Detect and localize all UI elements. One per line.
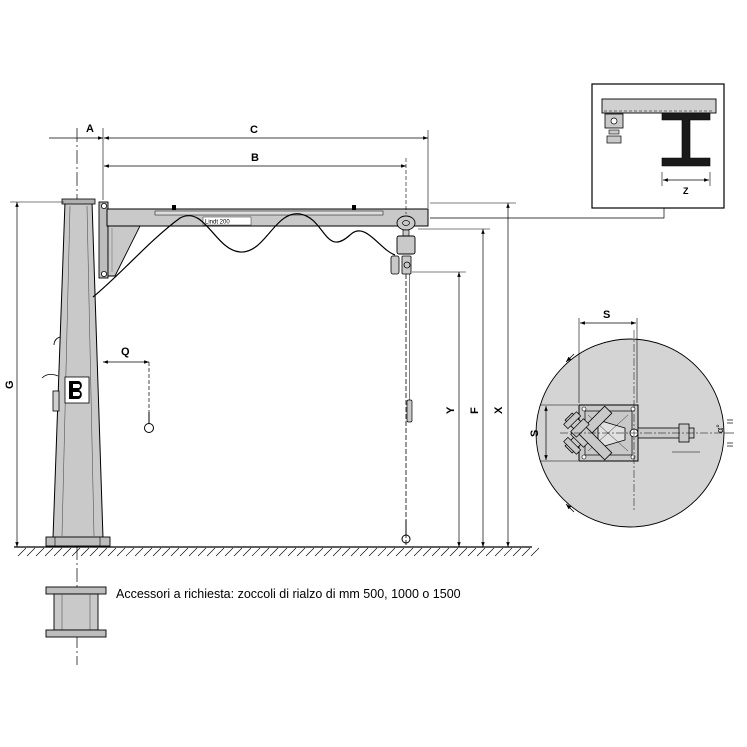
ground-hatch-line (341, 547, 351, 557)
ground-hatch-line (386, 547, 396, 557)
dimension-a: A (49, 123, 104, 200)
ground-hatch-line (89, 547, 99, 557)
ground-hatch-line (116, 547, 126, 557)
dimension-s-top: S (578, 309, 638, 403)
ground-hatch-line (368, 547, 378, 557)
ground-hatch-line (71, 547, 81, 557)
festoon-cable (92, 213, 396, 298)
ground-hatch-line (98, 547, 108, 557)
ground-hatch-line (143, 547, 153, 557)
ground-hatch-line (125, 547, 135, 557)
ground-hatch-line (377, 547, 387, 557)
ground-hatch-line (35, 547, 45, 557)
ground-hatch-line (350, 547, 360, 557)
ground-hatch-line (530, 547, 540, 557)
ground-hatch-line (107, 547, 117, 557)
ground-hatch-line (224, 547, 234, 557)
ground-hatch-line (152, 547, 162, 557)
dimension-b: B (104, 152, 407, 214)
ground-hatch-line (431, 547, 441, 557)
min-hook-position (144, 362, 154, 433)
dimension-label-q: Q (121, 346, 130, 358)
ground-hatch-line (458, 547, 468, 557)
angle-label-alpha: α° (715, 424, 725, 433)
dimension-s-side: S (529, 404, 578, 462)
dimension-label-s-side: S (529, 430, 541, 437)
ground-hatch-line (305, 547, 315, 557)
dimension-y: Y (412, 271, 466, 547)
dimension-c: C (104, 124, 429, 208)
ground-hatch-line (179, 547, 189, 557)
dimension-g: G (4, 201, 64, 547)
ground-hatch-line (494, 547, 504, 557)
dimension-label-y: Y (445, 406, 457, 414)
ground-hatch-line (449, 547, 459, 557)
ground-hatch-line (17, 547, 27, 557)
ground-hatch-line (134, 547, 144, 557)
ground-hatch-line (359, 547, 369, 557)
ground-hatch-line (332, 547, 342, 557)
logo-b-icon (64, 376, 90, 404)
dimension-label-s-top: S (603, 309, 610, 321)
ground-hatch-line (278, 547, 288, 557)
ground-hatch-line (476, 547, 486, 557)
dimension-label-g: G (4, 380, 16, 389)
accessories-note: Accessori a richiesta: zoccoli di rialzo… (116, 587, 461, 601)
ground-hatch-line (503, 547, 513, 557)
ground-hatch-line (197, 547, 207, 557)
ground-hatch-line (440, 547, 450, 557)
ground-hatch-line (314, 547, 324, 557)
jib-arm: Lindt 200 (106, 205, 429, 277)
ground-hatch-line (233, 547, 243, 557)
ground-hatch-line (62, 547, 72, 557)
dimension-label-c: C (250, 124, 258, 136)
ground-hatch-line (251, 547, 261, 557)
ground-hatch-line (161, 547, 171, 557)
ground-hatch-line (296, 547, 306, 557)
ground-hatch-line (287, 547, 297, 557)
ground-hatch-line (521, 547, 531, 557)
ground-hatch-line (395, 547, 405, 557)
dimension-label-a: A (86, 123, 94, 135)
ground-hatch-line (206, 547, 216, 557)
ground-hatch-line (323, 547, 333, 557)
ground-hatch-line (53, 547, 63, 557)
ground-hatch-line (413, 547, 423, 557)
dimension-q: Q (103, 346, 149, 364)
beam-section-detail: Z (591, 83, 725, 209)
ground-hatch-line (215, 547, 225, 557)
ground-hatch-line (512, 547, 522, 557)
ground-hatch-line (170, 547, 180, 557)
electric-hoist (390, 215, 416, 545)
ground-hatch-line (26, 547, 36, 557)
dimension-label-f: F (469, 407, 481, 414)
ground-hatch-line (485, 547, 495, 557)
ground-hatch-line (467, 547, 477, 557)
dimension-label-x: X (493, 406, 505, 414)
dimension-f: F (418, 228, 490, 547)
dimension-label-b: B (251, 152, 259, 164)
dimension-x: X (430, 202, 516, 547)
ground-hatch-line (260, 547, 270, 557)
base-plan-view: α° (535, 330, 734, 528)
ground-hatch-line (404, 547, 414, 557)
ground-hatch-line (422, 547, 432, 557)
hoist-brand-label: Lindt 200 (205, 220, 230, 226)
crane-column (41, 198, 111, 547)
dimension-label-z: Z (683, 186, 689, 196)
ground-hatch-line (188, 547, 198, 557)
ground-hatch-line (44, 547, 54, 557)
detail-leader-line (430, 208, 665, 219)
riser-base-accessory (45, 586, 107, 638)
ground-hatch-line (269, 547, 279, 557)
ground-hatch-line (242, 547, 252, 557)
ground-hatch-line (80, 547, 90, 557)
ground (14, 546, 540, 557)
